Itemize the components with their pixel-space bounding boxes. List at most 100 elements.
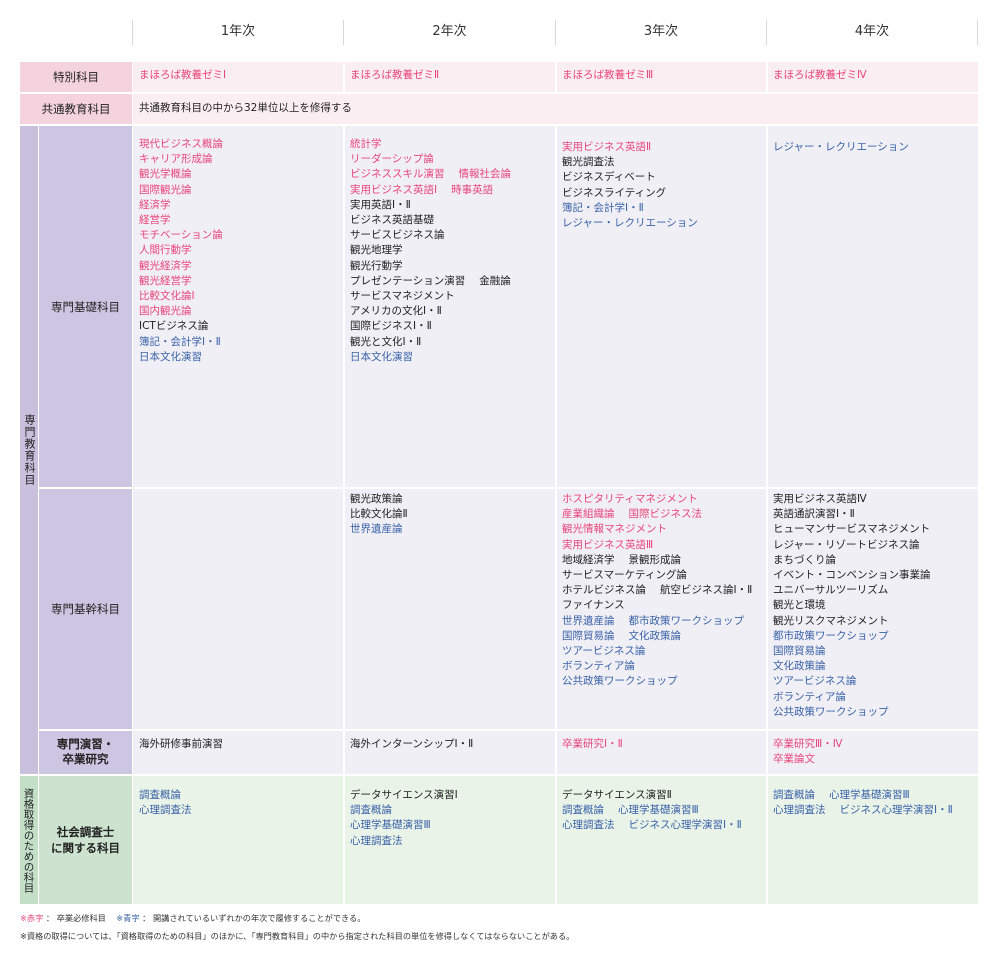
course-name: ホテルビジネス論 [562,584,646,597]
course-line: 海外インターンシップⅠ・Ⅱ [350,737,556,752]
course-name: 現代ビジネス概論 [139,138,223,150]
course-name: サービスマネジメント [350,290,455,303]
common-row-bg [133,94,978,124]
course-name: 産業組織論 [562,508,615,521]
course-line: アメリカの文化Ⅰ・Ⅱ [350,304,556,319]
course-line: 心理学基礎演習Ⅲ [350,818,556,833]
course-name: 心理調査法 [139,804,192,817]
course-name: 観光リスクマネジメント [773,614,889,627]
special-cell-2: まほろば教養ゼミⅡ [344,68,556,83]
course-name: ホスピタリティマネジメント [562,493,698,505]
course-line: ホテルビジネス論航空ビジネス論Ⅰ・Ⅱ [562,583,767,598]
course-name: 時事英語 [451,183,494,196]
group-label-shikaku: 資格取得のための科目 [20,776,38,904]
course-name: 日本文化演習 [350,350,413,363]
course-line: 観光リスクマネジメント [773,614,978,629]
course-line: 比較文化論Ⅱ [350,507,556,522]
col-divider-6 [766,126,768,904]
course-line: 簿記・会計学Ⅰ・Ⅱ [562,201,767,216]
course-name: ビジネス心理学演習Ⅰ・Ⅱ [839,804,953,817]
row-label-kikan: 専門基幹科目 [39,489,132,729]
course-name: 国際ビジネスⅠ・Ⅱ [350,320,432,333]
course-name: 卒業研究Ⅲ・Ⅳ [773,738,843,750]
special-cell-3: まほろば教養ゼミⅢ [556,68,767,83]
course-name: レジャー・リゾートビジネス論 [773,538,920,551]
course-name: 卒業研究Ⅰ・Ⅱ [562,738,623,750]
course-line: 卒業研究Ⅰ・Ⅱ [562,737,767,752]
course-name: ユニバーサルツーリズム [773,584,889,597]
course-name: 経営学 [139,214,171,227]
course-name: 情報社会論 [458,168,512,181]
legend-red-label: 赤字 [26,913,44,923]
course-name: 実用ビジネス英語Ⅲ [562,538,654,551]
course-name: 心理学基礎演習Ⅲ [350,819,431,832]
course-line: サービスマネジメント [350,289,556,304]
qualification-note: ※資格の取得については、「資格取得のための科目」のほかに、「専門教育科目」の中か… [20,931,575,941]
course-line: ボランティア論 [773,690,978,705]
course-name: データサイエンス演習Ⅰ [350,789,458,801]
course-line: 英語通訳演習Ⅰ・Ⅱ [773,507,978,522]
course-line: サービスビジネス論 [350,228,556,243]
course-line: 調査概論 [139,788,344,803]
course-line: 観光情報マネジメント [562,522,767,537]
course-line: 観光と文化Ⅰ・Ⅱ [350,335,556,350]
course-line: 観光行動学 [350,259,556,274]
course-line: ホスピタリティマネジメント [562,492,767,507]
course-name: イベント・コンベンション事業論 [773,569,931,582]
course-line: 観光と環境 [773,598,978,613]
course-line: ビジネススキル演習情報社会論 [350,167,556,182]
course-name: ヒューマンサービスマネジメント [773,523,931,536]
course-name: 心理調査法 [773,804,826,817]
course-name: 簿記・会計学Ⅰ・Ⅱ [562,201,644,214]
enshu-cell-3: 卒業研究Ⅰ・Ⅱ [556,737,767,752]
course-line: リーダーシップ論 [350,152,556,167]
course-line: 日本文化演習 [350,350,556,365]
course-name: 海外研修事前演習 [139,738,223,750]
course-name: ビジネスディベート [562,171,656,184]
course-line: ヒューマンサービスマネジメント [773,522,978,537]
course-line: まほろば教養ゼミⅠ [139,68,344,83]
course-name: 調査概論 [773,789,815,801]
course-line: 国際貿易論 [773,644,978,659]
enshu-label-line1: 専門演習・ [56,737,115,751]
course-line: ボランティア論 [562,659,767,674]
course-line: 人間行動学 [139,243,344,258]
row-label-special: 特別科目 [20,62,132,92]
course-line: 観光学概論 [139,167,344,182]
course-name: ファイナンス [562,599,625,612]
legend-mark-2: ※ [116,913,124,923]
course-name: 心理調査法 [562,819,615,832]
course-name: 国際ビジネス法 [628,508,703,521]
course-name: 観光情報マネジメント [562,523,667,536]
course-name: 景観形成論 [628,553,682,566]
course-name: 金融論 [479,274,511,287]
course-name: 公共政策ワークショップ [773,705,889,718]
col-divider-5 [555,126,557,904]
course-name: キャリア形成論 [139,153,213,166]
course-name: 都市政策ワークショップ [773,629,889,642]
course-name: 人間行動学 [139,244,192,257]
course-name: 国際貿易論 [562,629,615,642]
enshu-cell-2: 海外インターンシップⅠ・Ⅱ [344,737,556,752]
course-line: ツアービジネス論 [562,644,767,659]
course-line: 実用英語Ⅰ・Ⅱ [350,198,556,213]
enshu-label-line2: 卒業研究 [62,752,109,766]
course-name: 公共政策ワークショップ [562,675,678,688]
course-line: 比較文化論Ⅰ [139,289,344,304]
course-line: 現代ビジネス概論 [139,137,344,152]
course-line: 心理調査法ビジネス心理学演習Ⅰ・Ⅱ [773,803,978,818]
course-line: 調査概論心理学基礎演習Ⅲ [562,803,767,818]
course-line: モチベーション論 [139,228,344,243]
course-name: 観光行動学 [350,259,403,272]
course-name: 地域経済学 [562,553,615,566]
course-line: 調査概論 [350,803,556,818]
col-divider-4 [343,126,345,904]
course-line: イベント・コンベンション事業論 [773,568,978,583]
course-line: ビジネスライティング [562,186,767,201]
kikan-cell-3: ホスピタリティマネジメント産業組織論国際ビジネス法観光情報マネジメント実用ビジネ… [556,492,767,690]
